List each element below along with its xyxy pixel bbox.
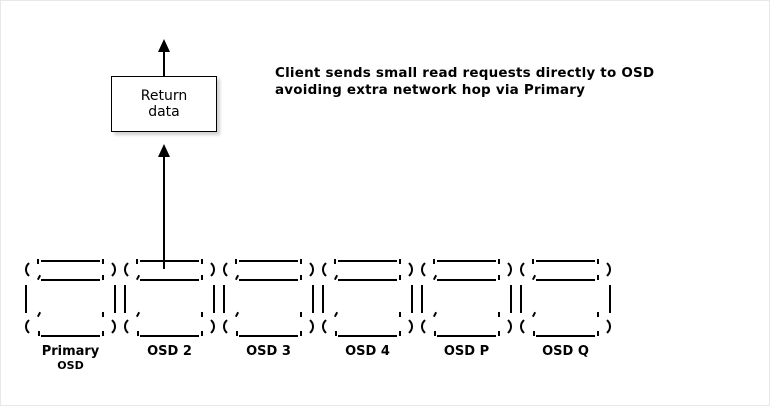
cylinder-icon [520,259,611,338]
osd-label-main: OSD 2 [147,344,192,359]
arrow-shaft-osd-to-box [163,156,165,269]
osd-unit-3: OSD 3 [219,259,318,359]
osd-row: Primary OSD OSD 2 [21,259,615,371]
osd-label-main: OSD 4 [345,344,390,359]
return-data-line-2: data [148,104,180,120]
annotation-line-2: avoiding extra network hop via Primary [275,82,586,98]
osd-label-main: Primary [41,344,100,359]
osd-label-main: OSD Q [542,344,589,359]
osd-unit-4: OSD 4 [318,259,417,359]
osd-label: OSD Q [516,344,615,360]
cylinder-icon [421,259,512,338]
osd-label-main: OSD P [443,344,490,359]
osd-label: OSD P [417,344,516,360]
annotation-text: Client sends small read requests directl… [275,65,654,99]
cylinder-icon [124,259,215,338]
arrow-head-osd-to-box [158,144,170,157]
cylinder-icon [223,259,314,338]
cylinder-icon [322,259,413,338]
arrow-shaft-top [163,51,165,77]
return-data-box: Return data [111,76,217,132]
osd-label: OSD 4 [318,344,417,360]
osd-unit-q: OSD Q [516,259,615,359]
cylinder-icon [25,259,116,338]
osd-unit-2: OSD 2 [120,259,219,359]
annotation-line-1: Client sends small read requests directl… [275,65,655,81]
arrow-head-top [158,39,170,52]
return-data-line-1: Return [140,87,188,104]
osd-label: Primary OSD [21,344,120,372]
osd-label: OSD 2 [120,344,219,360]
osd-unit-p: OSD P [417,259,516,359]
osd-unit-primary: Primary OSD [21,259,120,371]
osd-label-main: OSD 3 [246,344,291,359]
osd-label-sub: OSD [57,358,84,372]
osd-label: OSD 3 [219,344,318,360]
